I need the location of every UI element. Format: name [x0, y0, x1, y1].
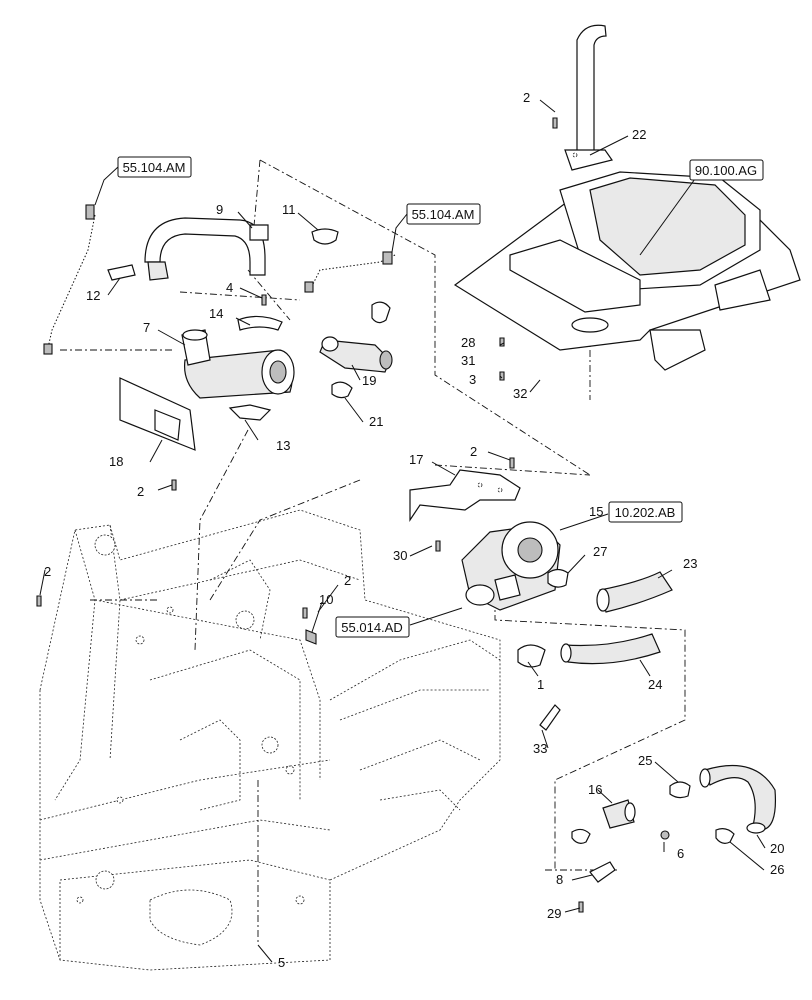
clamps: [107, 228, 391, 421]
callout-2: 2: [523, 90, 530, 105]
callout-labels: 2 22 9 11 12 4 14 7 19 21 13 18 2 17 2 1…: [44, 90, 784, 970]
callout-2c: 2: [470, 444, 477, 459]
svg-text:55.014.AD: 55.014.AD: [341, 620, 402, 635]
machine-frame: [39, 509, 501, 971]
callout-33: 33: [533, 741, 547, 756]
callout-1: 1: [537, 677, 544, 692]
callout-22: 22: [632, 127, 646, 142]
callout-4: 4: [226, 280, 233, 295]
callout-3: 3: [469, 372, 476, 387]
exhaust-pipe: [144, 217, 269, 281]
svg-text:55.104.AM: 55.104.AM: [412, 207, 475, 222]
reference-10-202-ab[interactable]: 10.202.AB: [608, 501, 683, 523]
reference-55-014-ad[interactable]: 55.014.AD: [335, 616, 410, 638]
callout-23: 23: [683, 556, 697, 571]
callout-25: 25: [638, 753, 652, 768]
callout-18: 18: [109, 454, 123, 469]
callout-13: 13: [276, 438, 290, 453]
callout-2b: 2: [137, 484, 144, 499]
callout-32: 32: [513, 386, 527, 401]
air-cleaner: [461, 521, 561, 611]
callout-16: 16: [588, 782, 602, 797]
harness-lines: [43, 204, 396, 355]
callout-29: 29: [547, 906, 561, 921]
callout-20: 20: [770, 841, 784, 856]
callout-17: 17: [409, 452, 423, 467]
reference-55-104-am-mid[interactable]: 55.104.AM: [391, 203, 481, 253]
sensor-parts: [539, 704, 670, 883]
callout-7: 7: [143, 320, 150, 335]
svg-text:10.202.AB: 10.202.AB: [615, 505, 676, 520]
callout-6: 6: [677, 846, 684, 861]
callout-5: 5: [278, 955, 285, 970]
callout-10: 10: [319, 592, 333, 607]
callout-15: 15: [589, 504, 603, 519]
muffler-assembly: [181, 329, 295, 399]
reference-55-104-am-left[interactable]: 55.104.AM: [94, 156, 192, 206]
callout-30: 30: [393, 548, 407, 563]
callout-2e: 2: [344, 573, 351, 588]
callout-14: 14: [209, 306, 223, 321]
fasteners: [36, 117, 584, 913]
hoses: [517, 568, 777, 844]
catalyst-pipe: [319, 336, 393, 373]
air-cleaner-bracket: [409, 469, 521, 522]
callout-27: 27: [593, 544, 607, 559]
callout-8: 8: [556, 872, 563, 887]
leader-lines: [39, 99, 766, 963]
engine-hood: [453, 171, 801, 371]
callout-11: 11: [282, 202, 296, 217]
reference-90-100-ag[interactable]: 90.100.AG: [689, 159, 764, 181]
exhaust-stack: [564, 24, 613, 171]
svg-text:55.104.AM: 55.104.AM: [123, 160, 186, 175]
callout-24: 24: [648, 677, 662, 692]
callout-19: 19: [362, 373, 376, 388]
callout-21: 21: [369, 414, 383, 429]
svg-text:90.100.AG: 90.100.AG: [695, 163, 757, 178]
callout-26: 26: [770, 862, 784, 877]
callout-31: 31: [461, 353, 475, 368]
callout-2d: 2: [44, 564, 51, 579]
callout-9: 9: [216, 202, 223, 217]
callout-28: 28: [461, 335, 475, 350]
callout-12: 12: [86, 288, 100, 303]
heat-shield: [119, 377, 196, 451]
